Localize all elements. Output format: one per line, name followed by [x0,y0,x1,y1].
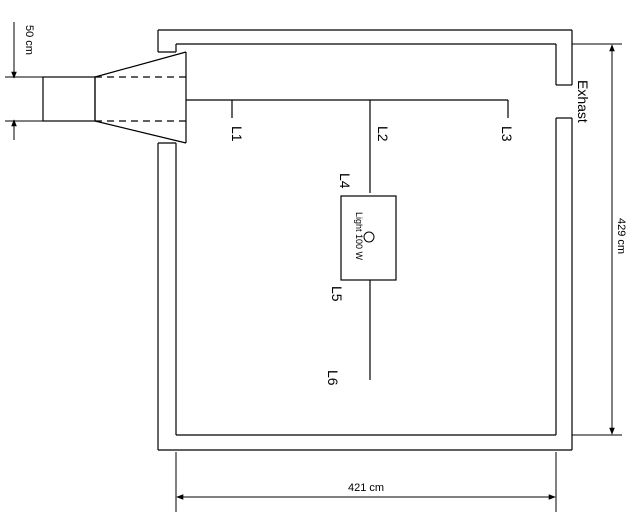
sensor-label-l5: L5 [329,286,345,302]
light-label: Light 100 W [354,212,364,261]
exhaust-label: Exhast [575,80,591,123]
duct-dimension: 50 cm [5,22,43,140]
sensor-wiring [186,99,509,380]
room-walls [157,29,573,451]
sensor-label-l4: L4 [337,173,353,189]
width-dimension: 421 cm [175,452,557,512]
duct-dimension-label: 50 cm [23,25,35,55]
bulb-icon [363,231,375,243]
height-dimension: 429 cm [572,43,627,436]
sensor-label-l2: L2 [375,126,391,142]
sensor-label-l6: L6 [325,370,341,386]
light-fixture: Light 100 W [340,195,397,281]
height-dimension-label: 429 cm [615,218,627,254]
inlet-duct [42,51,187,144]
sensor-label-l1: L1 [229,126,245,142]
sensor-label-l3: L3 [499,126,515,142]
width-dimension-label: 421 cm [348,482,384,494]
